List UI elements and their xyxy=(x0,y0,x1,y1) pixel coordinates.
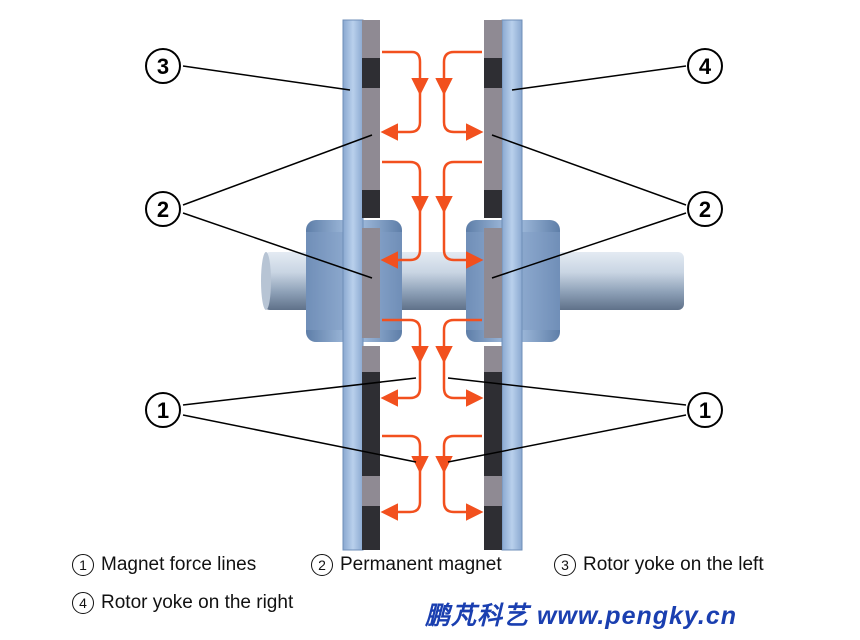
legend-number: 1 xyxy=(72,554,94,576)
callout-2-right-magnet: 2 xyxy=(687,191,723,227)
magnet-force-lines xyxy=(380,50,484,521)
site-watermark: 鹏芃科艺 www.pengky.cn xyxy=(425,602,738,630)
svg-text:2: 2 xyxy=(157,197,169,222)
callout-2-left-magnet: 2 xyxy=(145,191,181,227)
legend-label: Rotor yoke on the right xyxy=(101,592,294,613)
callout-4-right-yoke: 4 xyxy=(687,48,723,84)
legend-number: 4 xyxy=(72,592,94,614)
legend-number: 2 xyxy=(311,554,333,576)
legend-item-rotor-yoke-left: 3 Rotor yoke on the left xyxy=(554,554,764,576)
legend-label: Magnet force lines xyxy=(101,554,257,575)
legend-label: Rotor yoke on the left xyxy=(583,554,764,575)
leader-lines xyxy=(182,65,687,463)
left-magnet-strip xyxy=(362,20,380,550)
svg-text:2: 2 xyxy=(699,197,711,222)
legend-label: Permanent magnet xyxy=(340,554,502,575)
callout-3-left-yoke: 3 xyxy=(145,48,181,84)
svg-text:4: 4 xyxy=(699,54,712,79)
callout-1-left-flux: 1 xyxy=(145,392,181,428)
legend-number: 3 xyxy=(554,554,576,576)
svg-text:1: 1 xyxy=(157,398,169,423)
callout-1-right-flux: 1 xyxy=(687,392,723,428)
svg-text:1: 1 xyxy=(699,398,711,423)
legend-item-rotor-yoke-right: 4 Rotor yoke on the right xyxy=(72,592,293,614)
right-rotor-yoke xyxy=(501,19,523,551)
svg-text:3: 3 xyxy=(157,54,169,79)
legend-item-magnet-force-lines: 1 Magnet force lines xyxy=(72,554,256,576)
left-rotor-yoke xyxy=(342,19,364,551)
right-magnet-strip xyxy=(484,20,502,550)
legend-item-permanent-magnet: 2 Permanent magnet xyxy=(311,554,502,576)
